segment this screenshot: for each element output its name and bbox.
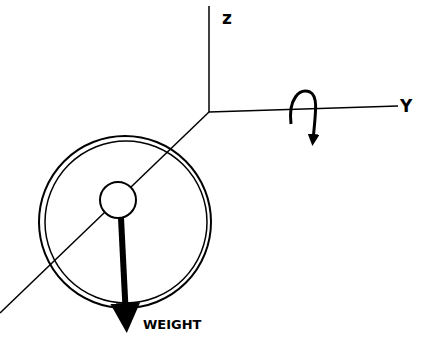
z-axis: [208, 6, 210, 112]
wheel-hub: [100, 182, 136, 218]
force-label: WEIGHT: [143, 318, 201, 331]
weight-arrow: [121, 218, 126, 318]
axis-label: z: [222, 10, 232, 27]
axis-label: Y: [400, 98, 412, 115]
x-axis: [0, 112, 209, 313]
rotation-arrow: [291, 91, 316, 140]
y-axis: [209, 106, 398, 112]
